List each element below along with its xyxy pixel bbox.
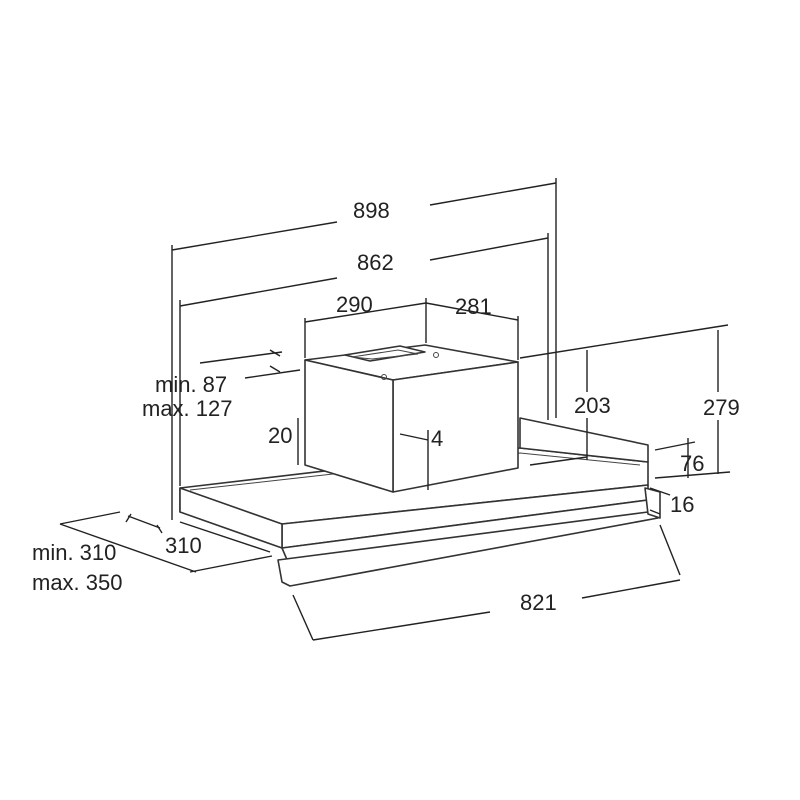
motor-box xyxy=(304,344,519,493)
label-canopy-height: 76 xyxy=(680,451,704,476)
screw-icon xyxy=(433,352,439,358)
label-chimney-width: 290 xyxy=(336,292,373,317)
motor-box-left xyxy=(304,359,394,493)
visor-lower-lip xyxy=(277,511,659,587)
label-duct-offset-max: max. 127 xyxy=(142,396,233,421)
label-chimney-height: 203 xyxy=(574,393,611,418)
duct-outlet-rim xyxy=(351,349,419,360)
label-depth-max: max. 350 xyxy=(32,570,123,595)
hood-body xyxy=(179,417,661,587)
back-plate xyxy=(519,417,649,463)
label-small-offset: 4 xyxy=(431,426,443,451)
label-duct-offset-min: min. 87 xyxy=(155,372,227,397)
label-depth: 310 xyxy=(165,533,202,558)
dimension-labels: 898 862 290 281 min. 87 max. 127 20 4 20… xyxy=(32,198,740,615)
label-inner-width: 862 xyxy=(357,250,394,275)
label-front-lip: 16 xyxy=(670,492,694,517)
dimension-lines xyxy=(59,178,731,641)
screw-icon xyxy=(381,374,387,380)
canopy-inner-edge xyxy=(189,452,641,491)
duct-outlet xyxy=(344,345,426,362)
side-bracket xyxy=(644,487,661,519)
label-front-width: 821 xyxy=(520,590,557,615)
label-chimney-depth: 281 xyxy=(455,294,492,319)
label-total-height: 279 xyxy=(703,395,740,420)
label-depth-min: min. 310 xyxy=(32,540,116,565)
label-side-offset: 20 xyxy=(268,423,292,448)
label-overall-width: 898 xyxy=(353,198,390,223)
